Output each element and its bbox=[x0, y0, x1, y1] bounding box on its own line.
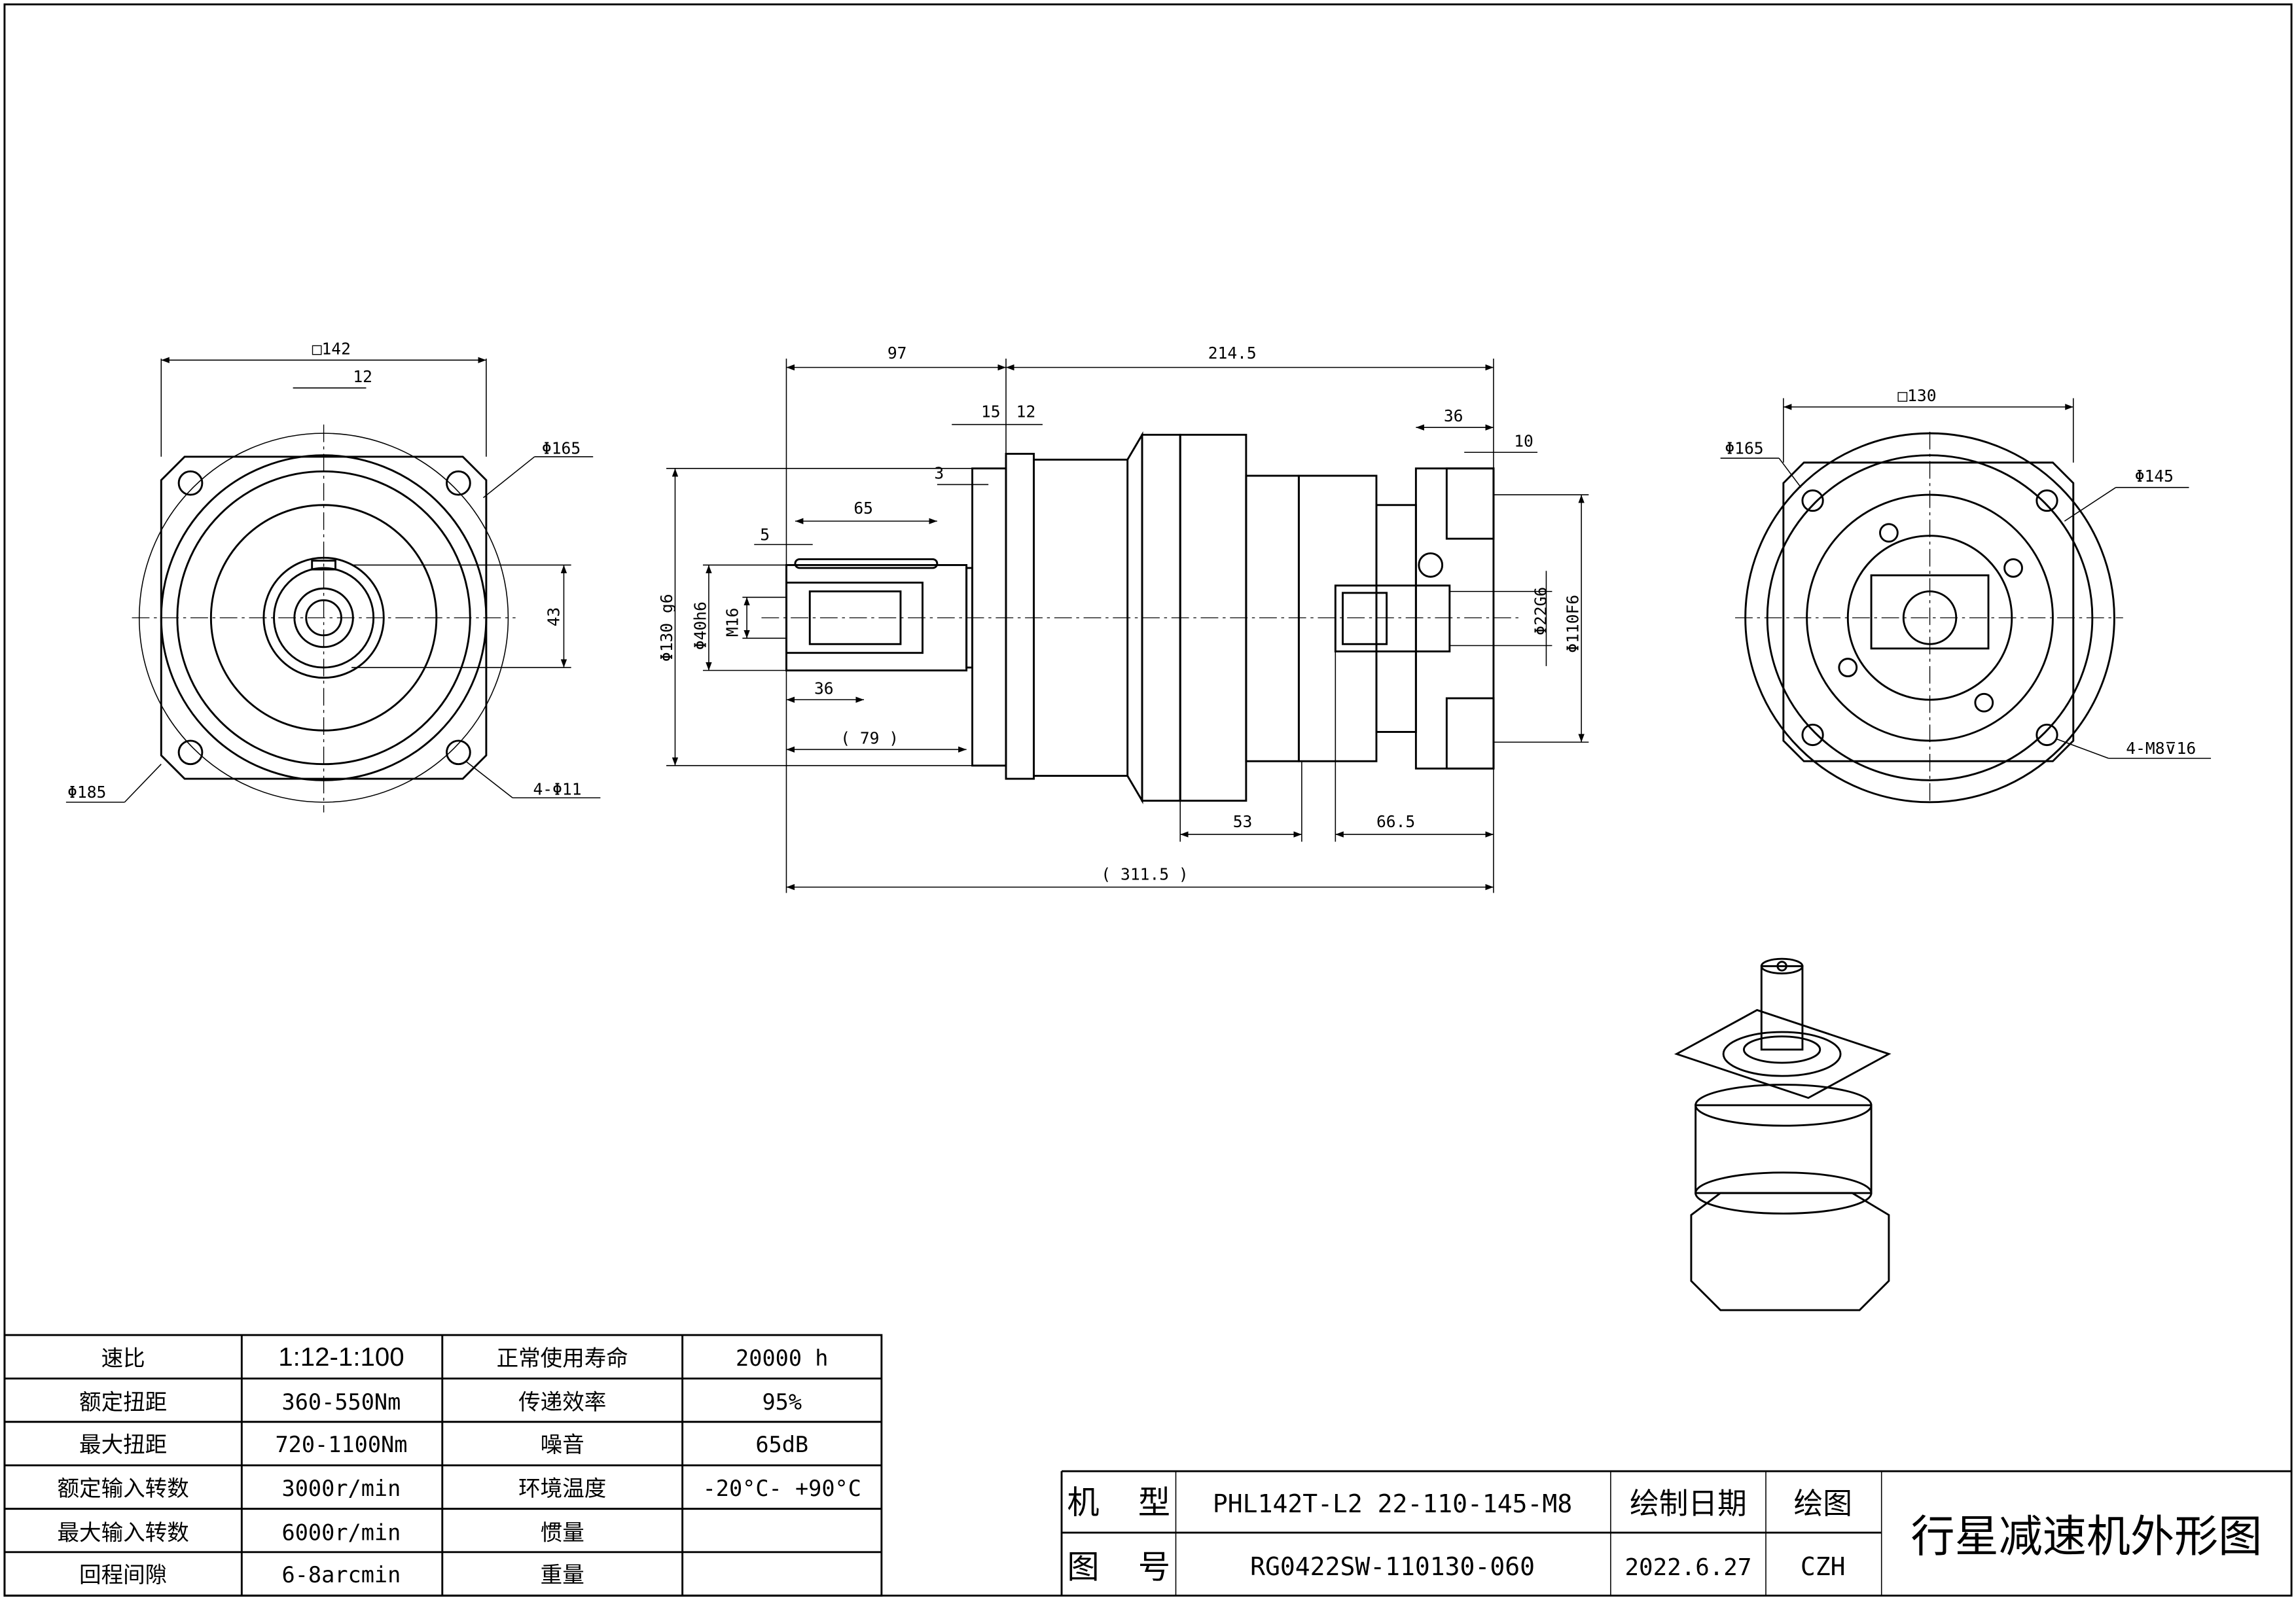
spec-label: 回程间隙 bbox=[79, 1562, 167, 1588]
spec-label: 噪音 bbox=[541, 1432, 584, 1457]
drawer-label: 绘图 bbox=[1794, 1486, 1852, 1521]
dim-front-d185: Φ185 bbox=[67, 783, 106, 802]
drawer-value: CZH bbox=[1801, 1552, 1846, 1581]
sheet-border bbox=[3, 3, 2293, 1597]
dim-side-214-5: 214.5 bbox=[1208, 344, 1257, 363]
side-view: 97 214.5 15 12 3 65 5 36 ( 79 ) Φ130 g6 … bbox=[657, 344, 1589, 893]
spec-label: 环境温度 bbox=[518, 1476, 606, 1501]
dim-side-53: 53 bbox=[1233, 812, 1253, 831]
dim-front-d165: Φ165 bbox=[542, 438, 581, 457]
dim-side-10: 10 bbox=[1514, 431, 1534, 450]
spec-value: 6000r/min bbox=[282, 1520, 401, 1545]
spec-value: 3000r/min bbox=[282, 1476, 401, 1501]
drawing-no-value: RG0422SW-110130-060 bbox=[1250, 1552, 1535, 1581]
rear-holes bbox=[1801, 489, 2058, 747]
dim-front-square: □142 bbox=[312, 339, 351, 358]
dim-rear-d165: Φ165 bbox=[1725, 438, 1763, 457]
spec-label: 速比 bbox=[101, 1345, 145, 1371]
spec-label: 传递效率 bbox=[518, 1389, 606, 1415]
spec-label: 最大扭距 bbox=[79, 1432, 167, 1457]
dim-side-m16: M16 bbox=[723, 608, 742, 637]
spec-value: 95% bbox=[762, 1389, 802, 1415]
spec-value: 1:12-1:100 bbox=[278, 1342, 404, 1372]
dim-side-311-5: ( 311.5 ) bbox=[1101, 864, 1188, 883]
dim-side-d22: Φ22G6 bbox=[1531, 587, 1550, 635]
dim-front-key: 12 bbox=[353, 367, 372, 386]
spec-label: 惯量 bbox=[541, 1520, 584, 1545]
isometric-view bbox=[1674, 957, 1892, 1311]
spec-value: -20°C- +90°C bbox=[703, 1476, 861, 1501]
model-label: 机 型 bbox=[1067, 1484, 1170, 1521]
date-label: 绘制日期 bbox=[1630, 1486, 1747, 1521]
drawing-no-label: 图 号 bbox=[1067, 1548, 1170, 1586]
title-block: 机 型 PHL142T-L2 22-110-145-M8 绘制日期 绘图 图 号… bbox=[1060, 1470, 2292, 1596]
spec-table: 速比 1:12-1:100 正常使用寿命 20000 h 额定扭距 360-55… bbox=[3, 1334, 883, 1597]
spec-value: 6-8arcmin bbox=[282, 1562, 401, 1588]
spec-label: 正常使用寿命 bbox=[497, 1345, 628, 1371]
dim-rear-d145: Φ145 bbox=[2135, 467, 2174, 486]
dim-side-79: ( 79 ) bbox=[840, 728, 899, 747]
dim-side-15: 15 bbox=[981, 402, 1001, 421]
model-value: PHL142T-L2 22-110-145-M8 bbox=[1213, 1489, 1572, 1518]
spec-value: 65dB bbox=[755, 1432, 808, 1457]
spec-label: 额定输入转数 bbox=[57, 1476, 188, 1501]
dim-rear-holes: 4-M8⊽16 bbox=[2126, 739, 2196, 758]
dim-side-3: 3 bbox=[934, 463, 944, 482]
spec-value: 720-1100Nm bbox=[275, 1432, 407, 1457]
dim-side-5: 5 bbox=[760, 525, 770, 544]
dim-side-66-5: 66.5 bbox=[1376, 812, 1415, 831]
date-value: 2022.6.27 bbox=[1624, 1554, 1751, 1581]
dim-side-97: 97 bbox=[888, 344, 907, 363]
dim-side-12: 12 bbox=[1016, 402, 1036, 421]
dim-side-36-shaft: 36 bbox=[814, 679, 834, 698]
dim-rear-square: □130 bbox=[1897, 386, 1936, 405]
dim-side-36-flange: 36 bbox=[1444, 406, 1463, 425]
drawing-title: 行星减速机外形图 bbox=[1911, 1511, 2263, 1562]
dim-side-65: 65 bbox=[853, 499, 873, 518]
rear-view: □130 Φ165 Φ145 4-M8⊽16 bbox=[1720, 386, 2212, 806]
dim-side-d110: Φ110F6 bbox=[1564, 595, 1583, 653]
spec-value: 360-550Nm bbox=[282, 1389, 401, 1415]
front-view: □142 12 Φ165 Φ185 43 4-Φ11 bbox=[65, 339, 601, 813]
dim-side-d130: Φ130 g6 bbox=[657, 594, 676, 662]
spec-label: 重量 bbox=[541, 1562, 584, 1588]
dim-front-holes: 4-Φ11 bbox=[533, 780, 581, 799]
spec-value: 20000 h bbox=[736, 1345, 828, 1371]
mounting-holes bbox=[177, 470, 471, 766]
spec-label: 额定扭距 bbox=[79, 1389, 167, 1415]
spec-label: 最大输入转数 bbox=[57, 1520, 188, 1545]
dim-front-43: 43 bbox=[545, 607, 564, 627]
dim-side-d40: Φ40h6 bbox=[691, 601, 709, 650]
